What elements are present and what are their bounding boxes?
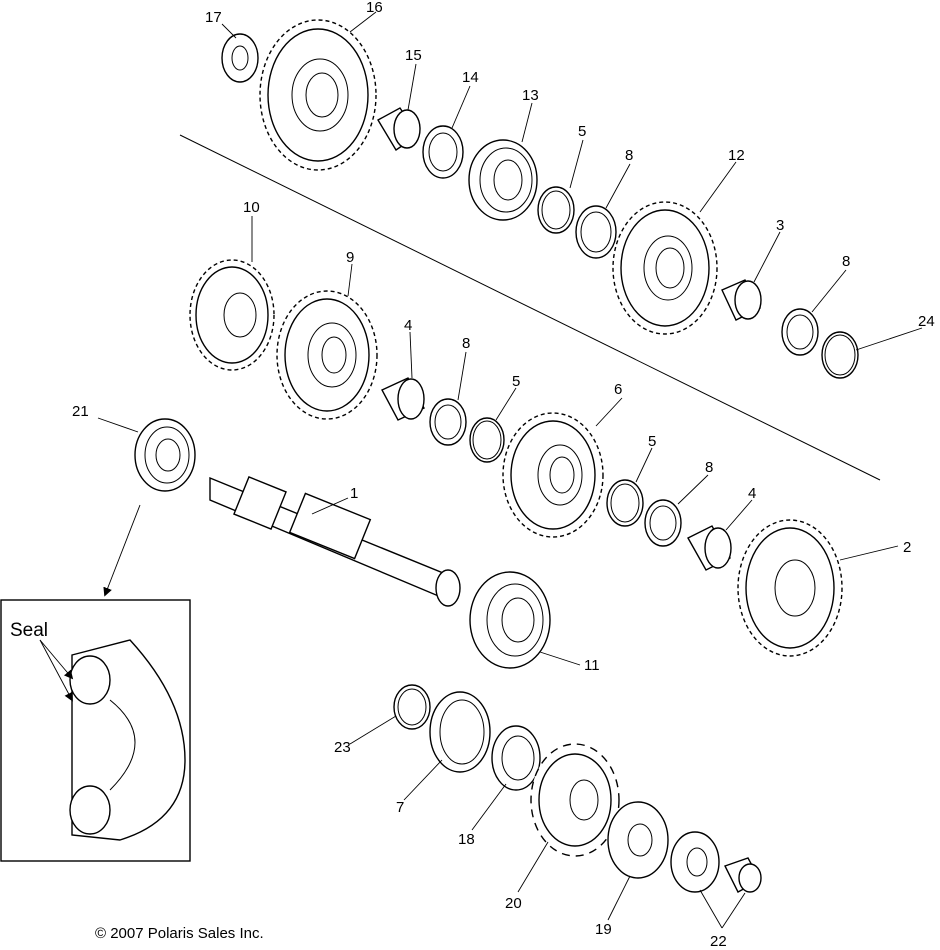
part-2-gear <box>737 519 843 657</box>
leader-lines <box>97 11 923 929</box>
part-7-seal <box>429 691 491 773</box>
part-22-washer-and-nut <box>670 831 762 893</box>
callout-3: 3 <box>776 217 784 234</box>
callout-10: 10 <box>243 199 260 216</box>
callout-13: 13 <box>522 87 539 104</box>
callout-21: 21 <box>72 403 89 420</box>
callout-8c: 8 <box>462 335 470 352</box>
callout-1: 1 <box>350 485 358 502</box>
callout-24: 24 <box>918 313 935 330</box>
callout-8b: 8 <box>842 253 850 270</box>
part-17-washer <box>221 33 259 83</box>
part-4-bushing-lower <box>687 525 732 571</box>
part-1-shaft <box>209 476 461 607</box>
part-11-bearing <box>469 571 551 669</box>
callout-6: 6 <box>614 381 622 398</box>
part-10-gear <box>189 259 275 371</box>
part-15-bushing <box>377 107 421 151</box>
callout-8a: 8 <box>625 147 633 164</box>
inset-arrow <box>103 504 141 597</box>
part-16-gear <box>259 19 377 171</box>
callout-19: 19 <box>595 921 612 938</box>
copyright-text: © 2007 Polaris Sales Inc. <box>95 925 264 942</box>
callout-11: 11 <box>584 657 600 674</box>
part-8-washer-mid <box>429 398 467 446</box>
part-21-bearing <box>134 418 196 492</box>
callout-5a: 5 <box>578 123 586 140</box>
callout-23: 23 <box>334 739 351 756</box>
part-5-snap-ring-lower <box>606 479 644 527</box>
part-24-ring <box>821 331 859 379</box>
inset-seal-label: Seal <box>10 620 48 641</box>
part-9-gear <box>276 290 378 420</box>
part-14-washer <box>422 125 464 179</box>
part-5-snap-ring-upper <box>537 186 575 234</box>
part-6-gear <box>502 412 604 538</box>
callout-2: 2 <box>903 539 911 556</box>
callout-17: 17 <box>205 9 222 26</box>
upper-shaft-axis <box>179 134 881 481</box>
part-23-ring <box>393 684 431 730</box>
part-19-washer <box>607 801 669 879</box>
part-8-washer-right <box>781 308 819 356</box>
part-4-bushing-upper <box>381 377 425 421</box>
callout-4b: 4 <box>748 485 756 502</box>
part-5-snap-ring-mid <box>469 417 505 463</box>
callout-4a: 4 <box>404 317 412 334</box>
callout-8d: 8 <box>705 459 713 476</box>
part-8-washer-lower <box>644 499 682 547</box>
callout-12: 12 <box>728 147 745 164</box>
seal-detail-inset <box>0 599 191 862</box>
part-20-sprocket <box>530 743 620 857</box>
callout-22: 22 <box>710 933 727 950</box>
callout-5b: 5 <box>512 373 520 390</box>
callout-14: 14 <box>462 69 479 86</box>
callout-18: 18 <box>458 831 475 848</box>
callout-5c: 5 <box>648 433 656 450</box>
part-13-shift-collar <box>468 139 538 221</box>
part-18-bushing <box>491 725 541 791</box>
callout-16: 16 <box>366 0 383 16</box>
callout-20: 20 <box>505 895 522 912</box>
part-3-bushing <box>721 279 762 321</box>
callout-7: 7 <box>396 799 404 816</box>
callout-9: 9 <box>346 249 354 266</box>
part-8-washer-upper <box>575 205 617 259</box>
callout-15: 15 <box>405 47 422 64</box>
part-12-gear <box>612 201 718 335</box>
